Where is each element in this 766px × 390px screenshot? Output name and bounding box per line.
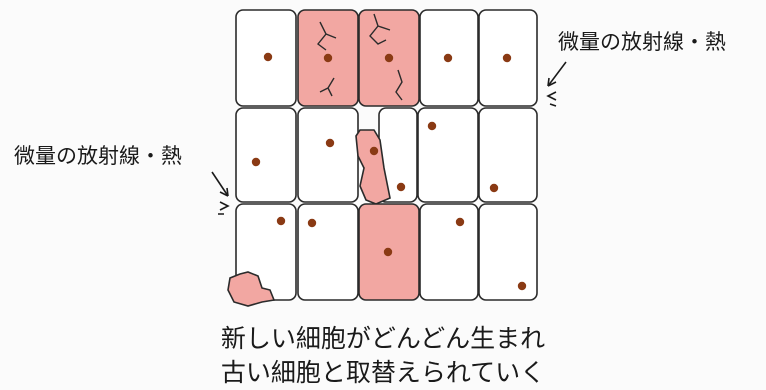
cell (297, 203, 359, 301)
cell (478, 203, 538, 301)
caption-line-1: 新しい細胞がどんどん生まれ (220, 324, 546, 353)
nucleus (427, 121, 437, 131)
radiation-heat-label-left: 微量の放射線・熱 (14, 144, 182, 168)
nucleus (251, 157, 261, 167)
nucleus (502, 53, 512, 63)
cell-row-3 (227, 203, 538, 307)
nucleus (443, 53, 453, 63)
nucleus (396, 182, 406, 192)
emission-marks (546, 91, 557, 107)
arrow-line (211, 171, 229, 197)
nucleus (455, 217, 465, 227)
nucleus (383, 247, 393, 257)
crack-line (319, 77, 335, 97)
crack-line (369, 13, 391, 45)
shed-cell (227, 271, 276, 307)
nucleus (517, 281, 527, 291)
arrow-line (547, 61, 567, 87)
radiation-arrow-right (546, 61, 567, 107)
cell (297, 107, 359, 203)
nucleus (263, 52, 273, 62)
crack-line (317, 21, 337, 51)
cell (235, 107, 297, 203)
cell (478, 107, 538, 203)
radiation-heat-label-right: 微量の放射線・熱 (558, 30, 726, 54)
caption-line-2: 古い細胞と取替えられていく (220, 358, 546, 387)
nuclei (251, 52, 527, 291)
radiation-arrow-left (211, 171, 230, 215)
arrow-head (547, 77, 557, 87)
cell-row-1 (235, 9, 538, 107)
cell (417, 107, 479, 203)
nucleus (369, 146, 379, 156)
nucleus (307, 218, 317, 228)
cell (419, 203, 479, 301)
nucleus (276, 216, 286, 226)
crack-line (395, 69, 403, 101)
nucleus (489, 183, 499, 193)
nucleus (325, 138, 335, 148)
cell-row-2 (235, 107, 538, 205)
nucleus (323, 53, 333, 63)
arrow-head (219, 187, 229, 197)
nucleus (384, 53, 394, 63)
emission-marks (218, 201, 230, 215)
dying-cell (355, 129, 391, 205)
